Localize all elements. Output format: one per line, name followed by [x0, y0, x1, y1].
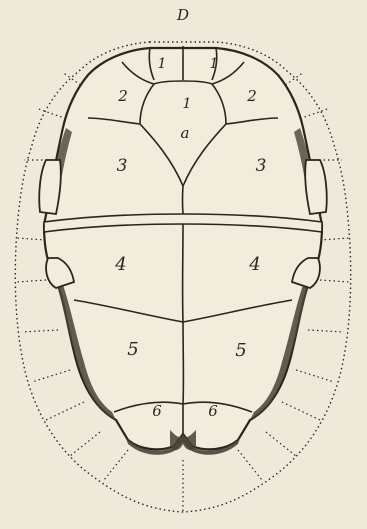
- label-5-right: 5: [235, 340, 246, 361]
- label-1-left: 1: [158, 56, 167, 72]
- label-2-left: 2: [117, 87, 128, 105]
- label-6-right: 6: [208, 402, 218, 420]
- label-4-left: 4: [114, 254, 126, 275]
- label-2-right: 2: [246, 87, 257, 105]
- label-6-left: 6: [152, 402, 162, 420]
- left-axillary-lobe: [39, 160, 61, 214]
- label-4-right: 4: [248, 254, 260, 275]
- figure-letter: D: [176, 6, 189, 24]
- label-3-left: 3: [117, 156, 128, 176]
- label-5-left: 5: [127, 339, 138, 360]
- label-1-center: 1: [183, 96, 192, 112]
- label-a: a: [181, 124, 190, 142]
- right-axillary-lobe: [305, 160, 327, 214]
- label-1-right: 1: [210, 56, 219, 72]
- label-3-right: 3: [256, 156, 267, 176]
